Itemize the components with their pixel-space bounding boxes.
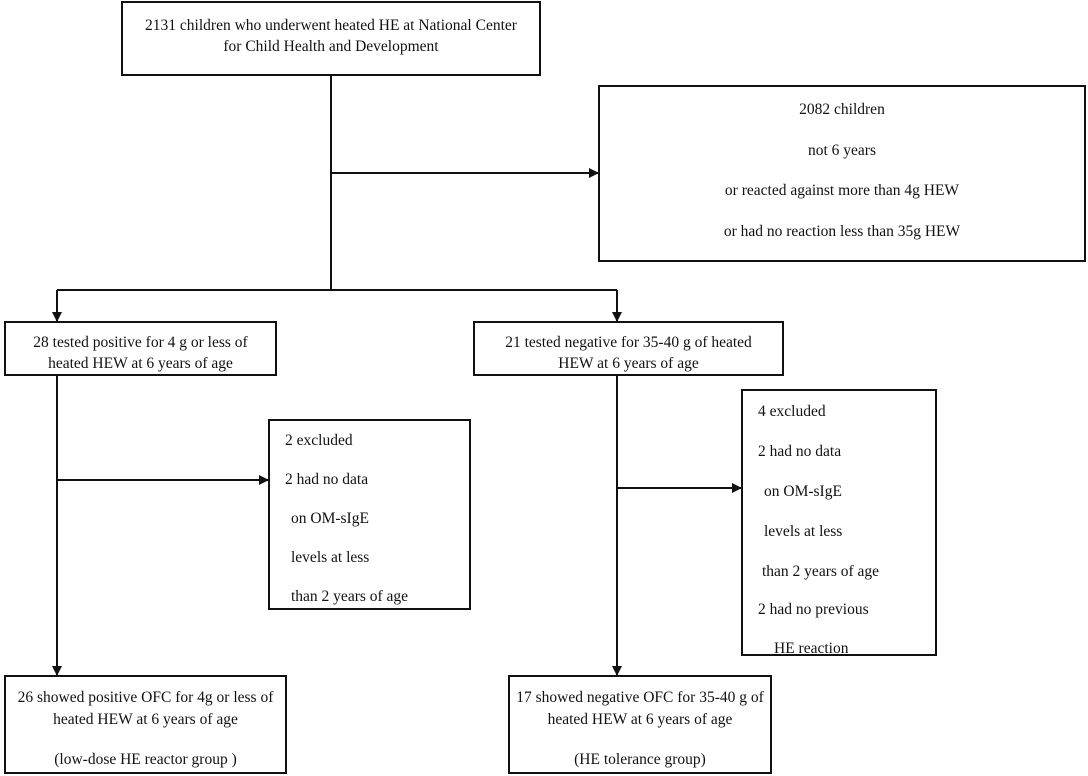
low-dose-line-3: (low-dose HE reactor group ) [54,751,237,768]
positive-box: 28 tested positive for 4 g or less of he… [4,321,277,376]
excluded-right-line-3: on OM-sIgE [764,483,842,500]
excluded-top-line-1: 2082 children [799,101,885,118]
low-dose-line-2: heated HEW at 6 years of age [53,711,238,728]
excluded-right-line-7: HE reaction [774,640,849,657]
top-box: 2131 children who underwent heated HE at… [121,1,541,76]
tolerance-box: 17 showed negative OFC for 35-40 g of he… [508,675,772,774]
low-dose-line-1: 26 showed positive OFC for 4g or less of [17,689,274,706]
excluded-left-line-3: on OM-sIgE [291,510,369,527]
top-box-line-2: for Child Health and Development [223,38,439,55]
negative-box: 21 tested negative for 35-40 g of heated… [473,321,784,376]
excluded-right-box: 4 excluded 2 had no data on OM-sIgE leve… [741,389,937,657]
excluded-right-line-6: 2 had no previous [758,601,869,618]
excluded-left-box: 2 excluded 2 had no data on OM-sIgE leve… [268,419,471,610]
positive-line-1: 28 tested positive for 4 g or less of [33,334,248,351]
excluded-right-line-4: levels at less [764,523,843,540]
excluded-right-line-2: 2 had no data [758,443,842,460]
excluded-right-line-1: 4 excluded [758,403,826,420]
excluded-left-line-4: levels at less [291,549,370,566]
excluded-right-line-5: than 2 years of age [762,563,880,580]
excluded-left-line-1: 2 excluded [285,432,353,449]
tolerance-line-2: heated HEW at 6 years of age [547,711,733,728]
positive-line-2: heated HEW at 6 years of age [48,355,233,372]
excluded-top-line-4: or had no reaction less than 35g HEW [723,223,961,240]
excluded-top-box: 2082 children not 6 years or reacted aga… [598,85,1086,262]
top-box-line-1: 2131 children who underwent heated HE at… [145,17,517,34]
excluded-top-line-2: not 6 years [807,142,876,159]
low-dose-box: 26 showed positive OFC for 4g or less of… [4,675,287,774]
tolerance-line-3: (HE tolerance group) [574,751,706,768]
tolerance-line-1: 17 showed negative OFC for 35-40 g of [516,689,764,706]
negative-line-1: 21 tested negative for 35-40 g of heated [505,334,752,351]
negative-line-2: HEW at 6 years of age [558,355,699,372]
excluded-left-line-5: than 2 years of age [291,588,409,605]
excluded-top-line-3: or reacted against more than 4g HEW [724,182,960,199]
excluded-left-line-2: 2 had no data [285,471,369,488]
